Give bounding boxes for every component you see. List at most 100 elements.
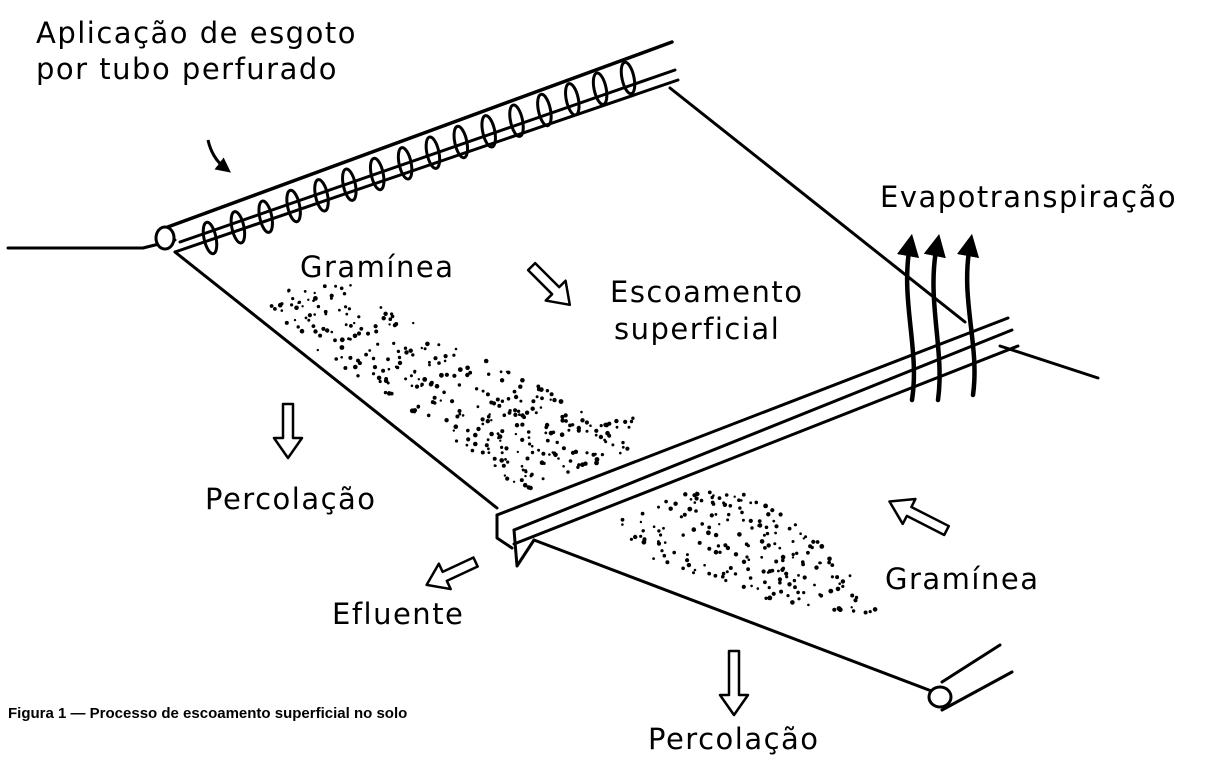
grass-dot [301, 305, 304, 308]
grass-dot [659, 533, 663, 537]
grass-dot [778, 546, 782, 550]
grass-dot [381, 316, 386, 321]
grass-dot [307, 298, 310, 301]
pipe-ring [229, 210, 247, 245]
grass-dot [500, 399, 505, 403]
grass-dot [774, 524, 779, 529]
grass-dot [454, 347, 458, 351]
grass-dot [545, 389, 550, 393]
grass-dot [524, 470, 528, 474]
inflow-arrow-icon [888, 497, 951, 537]
grass-dot [594, 428, 599, 433]
grass-dot [560, 418, 565, 423]
grass-dot [761, 569, 766, 574]
grass-dot [832, 607, 837, 612]
grass-dot [600, 453, 605, 457]
grass-dot [559, 432, 565, 438]
grass-dot [470, 448, 475, 453]
grass-dot [713, 549, 719, 555]
grass-dot [818, 561, 822, 565]
grass-dot [414, 384, 420, 389]
grass-dot [767, 595, 773, 601]
grass-dot [728, 566, 733, 570]
grass-dot [567, 428, 571, 432]
grass-dot [685, 558, 690, 563]
grass-dot [681, 533, 685, 537]
grass-dot [827, 556, 832, 562]
grass-dot [631, 416, 635, 420]
grass-dot [611, 443, 615, 447]
grass-dot [387, 367, 391, 371]
grass-dot [303, 290, 307, 293]
grass-dot [506, 397, 511, 401]
label-percolation-bottom: Percolação [648, 722, 820, 756]
grass-dot [297, 300, 302, 304]
grass-dot [737, 498, 741, 503]
grass-dot [307, 313, 312, 318]
grass-dot [561, 446, 566, 451]
grass-dot [741, 559, 747, 564]
grass-dot [520, 437, 525, 442]
grass-dot [340, 356, 344, 359]
grass-dot [530, 406, 535, 411]
grass-dot [465, 365, 470, 371]
grass-dot [807, 603, 810, 607]
grass-dot [694, 509, 698, 513]
grass-dot [376, 375, 382, 381]
grass-dot [506, 460, 510, 464]
grass-dot [827, 560, 831, 565]
grass-dot [741, 518, 745, 522]
grass-dot [741, 492, 746, 497]
grass-dot [408, 348, 413, 353]
grass-dot [416, 405, 421, 409]
grass-dot [828, 588, 834, 594]
grass-dot [484, 443, 489, 448]
grass-dot [333, 338, 337, 343]
grass-dot [838, 582, 841, 585]
grass-dot [773, 542, 777, 546]
grass-dot [621, 445, 625, 449]
grass-dot [417, 378, 420, 381]
grass-dot [770, 508, 775, 513]
grass-dot [530, 450, 535, 455]
grass-dot [330, 330, 334, 334]
grass-dot [603, 422, 608, 427]
grass-dot [797, 597, 801, 601]
grass-dot [397, 360, 403, 366]
grass-dot [725, 545, 731, 551]
grass-dot [353, 321, 356, 325]
grass-dot [453, 424, 459, 430]
grass-dot [508, 409, 512, 413]
grass-dot [343, 366, 348, 370]
grass-dot [765, 531, 770, 536]
grass-dot [774, 531, 777, 535]
grass-dot [818, 593, 822, 597]
grass-dot [763, 580, 767, 585]
runoff-arrow-icon [526, 261, 572, 307]
grass-dot [740, 499, 743, 502]
grass-dot [557, 457, 560, 460]
grass-dot [466, 428, 470, 433]
grass-dot [764, 596, 768, 600]
grass-dot [323, 309, 328, 314]
pipe-ring [313, 178, 330, 213]
grass-dot [378, 379, 382, 384]
grass-dot [594, 433, 598, 437]
pipe-ring [452, 124, 470, 160]
grass-dot [764, 525, 769, 530]
grass-dot [837, 607, 843, 613]
grass-dot [614, 418, 619, 424]
grass-dot [749, 501, 753, 505]
grass-dot [494, 464, 497, 468]
grass-dot [717, 496, 722, 500]
grass-dot [313, 296, 318, 301]
pipe-ring [424, 135, 442, 170]
grass-dot [442, 390, 446, 395]
grass-dot [539, 460, 545, 466]
grass-dot [623, 419, 628, 424]
pipe-ring [619, 60, 637, 96]
grass-dot [607, 433, 612, 438]
grass-dot [524, 474, 527, 478]
grass-dot [762, 533, 766, 537]
